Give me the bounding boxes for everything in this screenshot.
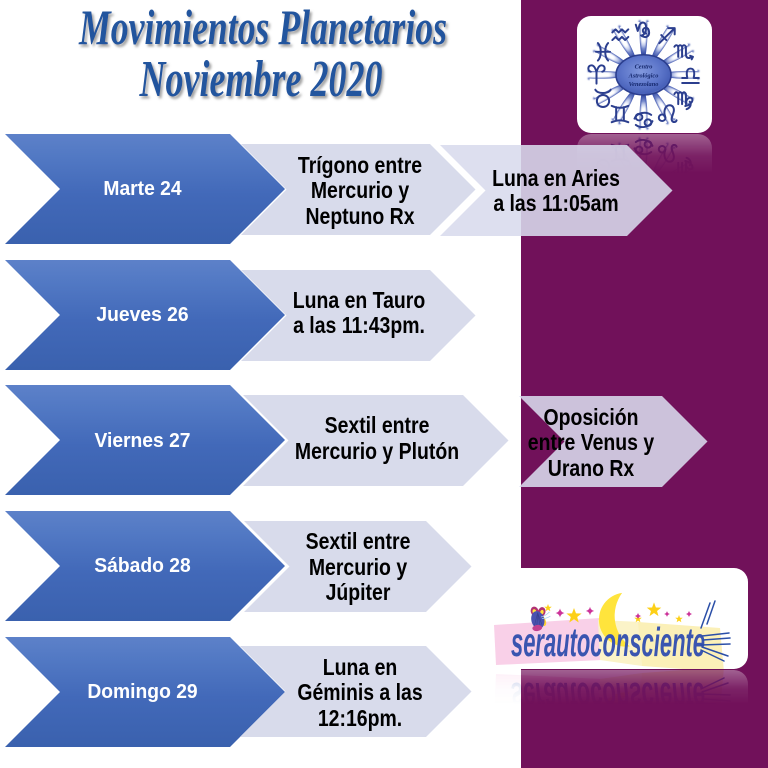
- svg-text:Venezolano: Venezolano: [629, 81, 659, 88]
- svg-text:Astrológico: Astrológico: [628, 72, 659, 79]
- svg-text:Movimientos Planetarios: Movimientos Planetarios: [78, 0, 447, 55]
- svg-text:Noviembre 2020: Noviembre 2020: [139, 51, 383, 108]
- svg-text:Centro: Centro: [635, 64, 653, 71]
- svg-text:serautoconsciente: serautoconsciente: [511, 619, 705, 665]
